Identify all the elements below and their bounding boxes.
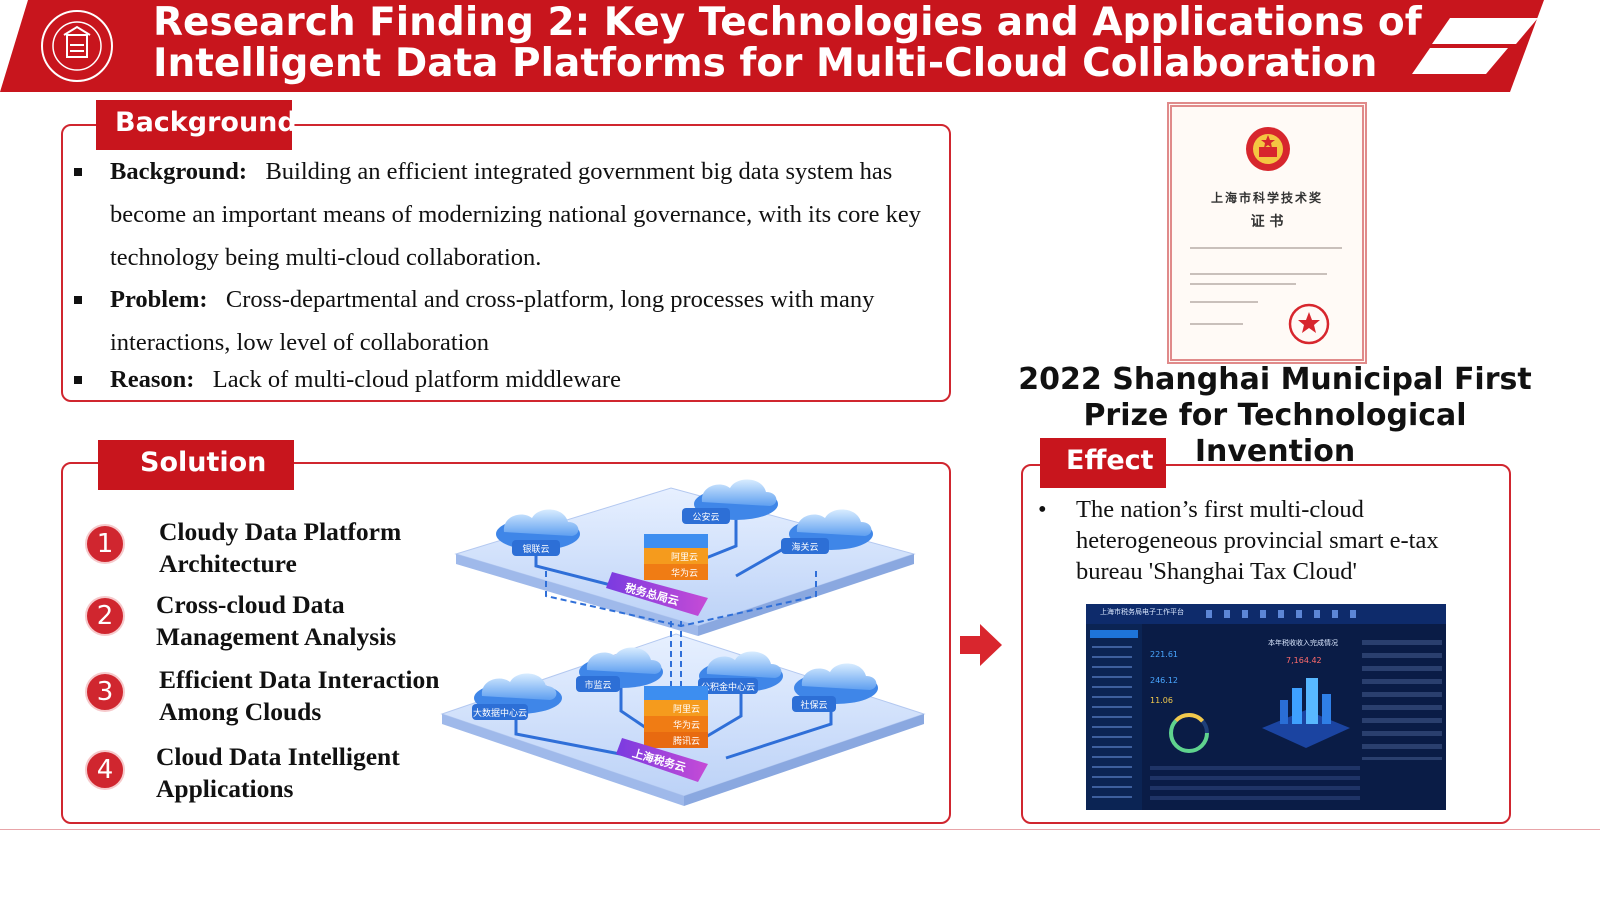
dashboard-sidebar bbox=[1086, 624, 1142, 810]
lower-stack-label-2: 华为云 bbox=[673, 719, 700, 731]
solution-item-line1: Cloud Data Intelligent bbox=[156, 742, 400, 771]
award-certificate: 上海市科学技术奖 证 书 bbox=[1167, 102, 1367, 364]
arrow-right-icon bbox=[960, 624, 1002, 666]
lower-cloud-label-4: 社保云 bbox=[800, 699, 827, 711]
lower-cloud-label-1: 大数据中心云 bbox=[473, 707, 527, 719]
dashboard-ring-chart bbox=[1169, 713, 1209, 753]
dashboard-center-value: 7,164.42 bbox=[1286, 656, 1322, 665]
lower-cloud-3: 公积金中心云 bbox=[698, 651, 783, 694]
effect-text-line3: bureau 'Shanghai Tax Cloud' bbox=[1076, 558, 1357, 585]
upper-platform-band bbox=[606, 572, 708, 616]
solution-number-2: 2 bbox=[85, 596, 125, 636]
upper-cloud-1: 银联云 bbox=[496, 509, 580, 556]
dashboard-bottom-table bbox=[1150, 766, 1360, 806]
solution-item-line1: Cross-cloud Data bbox=[156, 590, 345, 619]
background-item-2: Problem: Cross-departmental and cross-pl… bbox=[74, 278, 940, 364]
solution-item-line2: Among Clouds bbox=[159, 697, 322, 726]
solution-number-1: 1 bbox=[85, 524, 125, 564]
official-seal-icon bbox=[1288, 303, 1330, 345]
solution-item-line2: Architecture bbox=[159, 549, 297, 578]
background-item-1: Background: Building an efficient integr… bbox=[74, 150, 930, 279]
lower-platform-band bbox=[616, 738, 708, 782]
background-item-text: Lack of multi-cloud platform middleware bbox=[212, 366, 621, 393]
solution-item-line2: Management Analysis bbox=[156, 622, 397, 651]
decor-stripe-top bbox=[1432, 18, 1538, 44]
decor-stripe-bottom bbox=[1412, 48, 1508, 74]
multi-cloud-diagram: 银联云 公安云 海关云 阿里云 华为云 税务总局云 大数据中心云 市监云 bbox=[440, 479, 926, 806]
solution-item-2: Cross-cloud Data Management Analysis bbox=[156, 589, 396, 653]
background-item-label: Problem: bbox=[110, 286, 208, 313]
lower-stack-label-3: 腾讯云 bbox=[673, 735, 700, 747]
background-tab-label: Background bbox=[115, 107, 297, 138]
solution-item-4: Cloud Data Intelligent Applications bbox=[156, 741, 400, 805]
certificate-subtitle: 证 书 bbox=[1250, 214, 1284, 230]
solution-item-1: Cloudy Data Platform Architecture bbox=[159, 516, 401, 580]
title-line-2: Intelligent Data Platforms for Multi-Clo… bbox=[153, 41, 1378, 86]
upper-stack-label-2: 华为云 bbox=[671, 567, 698, 579]
upper-cloud-label-2: 公安云 bbox=[692, 511, 719, 523]
effect-text-line2: heterogeneous provincial smart e-tax bbox=[1076, 527, 1439, 554]
dashboard-title: 上海市税务局电子工作平台 bbox=[1100, 608, 1184, 616]
title-line-1: Research Finding 2: Key Technologies and… bbox=[153, 0, 1422, 45]
bullet-icon: • bbox=[1038, 496, 1047, 523]
effect-tab-label: Effect bbox=[1066, 445, 1154, 476]
prize-caption-line1: 2022 Shanghai Municipal First bbox=[1018, 362, 1532, 397]
solution-item-line1: Efficient Data Interaction bbox=[159, 665, 440, 694]
bullet-icon bbox=[74, 168, 82, 176]
background-item-label: Reason: bbox=[110, 366, 195, 393]
effect-text: • The nation’s first multi-cloud heterog… bbox=[1038, 494, 1496, 587]
dashboard-header: 上海市税务局电子工作平台 bbox=[1086, 604, 1446, 624]
solution-tab-label: Solution bbox=[140, 447, 267, 478]
national-emblem-icon bbox=[1246, 127, 1290, 171]
background-panel bbox=[61, 124, 951, 402]
solution-item-3: Efficient Data Interaction Among Clouds bbox=[159, 664, 439, 728]
dashboard-stat-3: 11.06 bbox=[1150, 696, 1173, 705]
dashboard-stats: 221.61 246.12 11.06 bbox=[1150, 634, 1220, 754]
footer-rule bbox=[0, 829, 1600, 830]
effect-text-line1: The nation’s first multi-cloud bbox=[1076, 496, 1364, 523]
background-item-text: Cross-departmental and cross-platform, l… bbox=[110, 286, 875, 356]
university-logo bbox=[40, 9, 114, 83]
solution-number-3: 3 bbox=[85, 672, 125, 712]
background-item-3: Reason: Lack of multi-cloud platform mid… bbox=[74, 358, 940, 401]
solution-number-4: 4 bbox=[85, 750, 125, 790]
upper-cloud-2: 公安云 bbox=[682, 479, 778, 524]
background-item-text: Building an efficient integrated governm… bbox=[110, 158, 921, 271]
dashboard-stat-1: 221.61 bbox=[1150, 650, 1178, 659]
upper-stack: 阿里云 华为云 bbox=[644, 534, 708, 580]
lower-stack: 阿里云 华为云 腾讯云 bbox=[644, 686, 708, 748]
background-tab: Background bbox=[96, 100, 297, 150]
lower-cloud-label-2: 市监云 bbox=[584, 679, 611, 691]
lower-cloud-1: 大数据中心云 bbox=[472, 673, 562, 720]
dashboard-city-visual bbox=[1262, 678, 1350, 748]
prize-caption-line2: Prize for Technological Invention bbox=[1083, 398, 1467, 469]
bullet-icon bbox=[74, 296, 82, 304]
effect-tab: Effect bbox=[1040, 438, 1166, 488]
dashboard-right-table bbox=[1362, 640, 1442, 760]
dashboard-center-title: 本年税收收入完成情况 bbox=[1268, 639, 1338, 647]
certificate-title: 上海市科学技术奖 bbox=[1210, 191, 1323, 205]
header-banner bbox=[0, 0, 1544, 92]
upper-cloud-label-1: 银联云 bbox=[522, 543, 549, 555]
page-title: Research Finding 2: Key Technologies and… bbox=[153, 0, 1422, 86]
lower-cloud-2: 市监云 bbox=[576, 647, 663, 692]
solution-item-line2: Applications bbox=[156, 774, 294, 803]
bullet-icon bbox=[74, 376, 82, 384]
certificate-text-lines bbox=[1190, 247, 1342, 325]
lower-cloud-4: 社保云 bbox=[792, 663, 878, 712]
tax-cloud-dashboard: 上海市税务局电子工作平台 221.61 246.12 11.06 本年税收收入完… bbox=[1086, 604, 1446, 810]
upper-cloud-label-3: 海关云 bbox=[791, 541, 818, 553]
upper-stack-label-1: 阿里云 bbox=[671, 552, 698, 563]
background-item-label: Background: bbox=[110, 158, 248, 185]
dashboard-stat-2: 246.12 bbox=[1150, 676, 1178, 685]
lower-cloud-label-3: 公积金中心云 bbox=[701, 681, 755, 693]
solution-tab: Solution bbox=[98, 440, 294, 490]
prize-caption: 2022 Shanghai Municipal First Prize for … bbox=[1010, 362, 1540, 470]
upper-cloud-3: 海关云 bbox=[781, 509, 873, 554]
lower-stack-label-1: 阿里云 bbox=[673, 704, 700, 715]
solution-item-line1: Cloudy Data Platform bbox=[159, 517, 402, 546]
